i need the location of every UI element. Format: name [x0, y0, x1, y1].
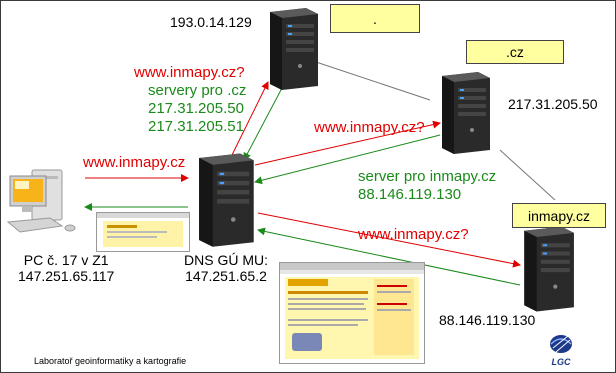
answer-cz-title: server pro inmapy.cz [358, 168, 497, 185]
answer-root-ip2: 217.31.205.51 [148, 118, 244, 135]
cz-server-ip: 217.31.205.50 [508, 96, 598, 112]
arrow-query-cz [254, 120, 441, 166]
query-cz-label: www.inmapy.cz? [314, 119, 425, 136]
cz-zone-box: .cz [466, 40, 564, 64]
arrow-answer-root [243, 87, 283, 161]
lgc-logo-text: LGC [552, 357, 571, 367]
lgc-logo: LGC [550, 335, 572, 367]
dns-server-caption: DNS GÚ MU: 147.251.65.2 [184, 252, 268, 284]
answer-root-block: servery pro .cz 217.31.205.50 217.31.205… [148, 82, 246, 136]
dns-server-icon [199, 153, 254, 247]
hierarchy-line-root-cz [309, 59, 431, 101]
pc-label: PC č. 17 v Z1 [23, 252, 109, 268]
inmapy-zone-box: inmapy.cz [512, 203, 606, 228]
root-server-icon [270, 8, 318, 90]
arrow-query-root [231, 81, 269, 156]
website-screenshot [279, 262, 425, 364]
root-zone-label: . [373, 10, 377, 27]
browser-thumbnail-small [96, 212, 190, 252]
arrow-answer-inmapy [257, 227, 521, 286]
root-zone-box: . [330, 4, 420, 33]
footer-text: Laboratoř geoinformatiky a kartografie [34, 356, 187, 366]
cz-zone-label: .cz [506, 44, 524, 60]
arrow-query-inmapy [257, 212, 521, 268]
pc-icon [6, 169, 76, 233]
root-server-ip: 193.0.14.129 [170, 14, 252, 30]
dns-server-label: DNS GÚ MU: [184, 252, 268, 268]
inmapy-zone-label: inmapy.cz [528, 207, 590, 224]
inmapy-server-icon [524, 226, 574, 312]
answer-cz-ip: 88.146.119.130 [358, 186, 462, 203]
answer-root-ip1: 217.31.205.50 [148, 100, 244, 117]
answer-root-title: servery pro .cz [148, 82, 247, 99]
pc-ip: 147.251.65.117 [18, 268, 115, 284]
answer-cz-block: server pro inmapy.cz 88.146.119.130 [358, 168, 496, 204]
inmapy-server-ip: 88.146.119.130 [439, 312, 536, 328]
arrow-answer-cz [254, 134, 441, 185]
query-pc-label: www.inmapy.cz [83, 154, 186, 171]
pc-caption: PC č. 17 v Z1 147.251.65.117 [18, 252, 114, 284]
dns-server-ip: 147.251.65.2 [185, 268, 267, 284]
cz-server-icon [442, 72, 490, 154]
hierarchy-line-cz-inmapy [499, 149, 556, 201]
query-inmapy-label: www.inmapy.cz? [358, 226, 469, 243]
query-root-label: www.inmapy.cz? [134, 64, 245, 81]
